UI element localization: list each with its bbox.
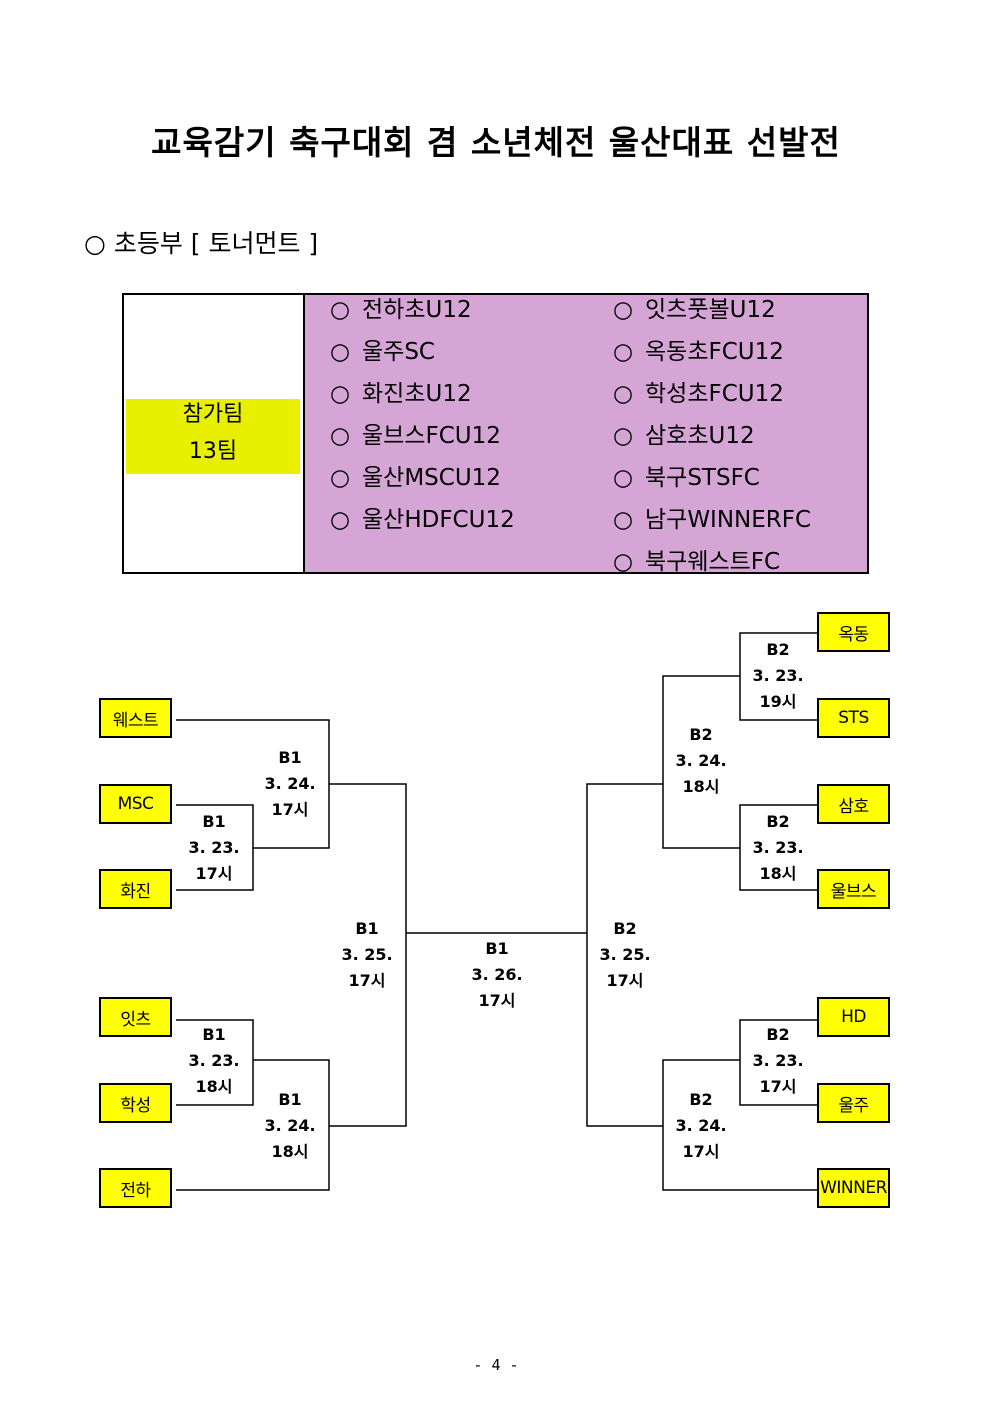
- bracket-team-box: 웨스트: [99, 698, 172, 738]
- team-list-item: ○울주SC: [330, 339, 435, 365]
- circle-bullet-icon: ○: [330, 423, 351, 449]
- circle-bullet-icon: ○: [330, 465, 351, 491]
- team-list-item: ○울브스FCU12: [330, 423, 501, 449]
- circle-bullet-icon: ○: [330, 507, 351, 533]
- circle-bullet-icon: ○: [330, 339, 351, 365]
- participants-label-count: 13팀: [188, 439, 238, 464]
- circle-bullet-icon: ○: [613, 339, 634, 365]
- bracket-team-box: 옥동: [817, 612, 890, 652]
- circle-bullet-icon: ○: [330, 297, 351, 323]
- circle-bullet-icon: ○: [330, 381, 351, 407]
- circle-bullet-icon: ○: [613, 549, 634, 575]
- participants-label-cell: 참가팀 13팀: [124, 295, 305, 572]
- team-list-item: ○옥동초FCU12: [613, 339, 784, 365]
- circle-bullet-icon: ○: [613, 507, 634, 533]
- section-label: 초등부 [ 토너먼트 ]: [113, 229, 319, 258]
- bracket-team-box: STS: [817, 698, 890, 738]
- participants-list-cell: ○전하초U12 ○울주SC ○화진초U12 ○울브스FCU12 ○울산MSCU1…: [305, 295, 867, 575]
- team-list-item: ○울산HDFCU12: [330, 507, 515, 533]
- bracket-team-box: 전하: [99, 1168, 172, 1208]
- team-list-item: ○북구웨스트FC: [613, 549, 781, 575]
- participants-label-title: 참가팀: [182, 402, 244, 427]
- bracket-team-box: 울브스: [817, 869, 890, 909]
- circle-bullet-icon: ○: [613, 297, 634, 323]
- team-list-item: ○남구WINNERFC: [613, 507, 812, 533]
- circle-bullet-icon: ○: [613, 381, 634, 407]
- page-title: 교육감기 축구대회 겸 소년체전 울산대표 선발전: [151, 123, 841, 162]
- participants-label: 참가팀 13팀: [126, 399, 300, 474]
- team-list-item: ○삼호초U12: [613, 423, 755, 449]
- section-heading: ○초등부 [ 토너먼트 ]: [84, 224, 318, 260]
- bracket-team-box: MSC: [99, 784, 172, 824]
- circle-bullet-icon: ○: [613, 423, 634, 449]
- bracket-team-box: WINNER: [817, 1168, 890, 1208]
- bracket-team-box: 학성: [99, 1083, 172, 1123]
- bracket-team-box: 울주: [817, 1083, 890, 1123]
- circle-bullet-icon: ○: [84, 229, 106, 258]
- bracket-team-box: HD: [817, 997, 890, 1037]
- team-list-item: ○북구STSFC: [613, 465, 760, 491]
- bracket-team-box: 삼호: [817, 784, 890, 824]
- participants-table: 참가팀 13팀 ○전하초U12 ○울주SC ○화진초U12 ○울브스FCU12 …: [122, 293, 869, 575]
- team-list-item: ○잇츠풋볼U12: [613, 297, 776, 323]
- page-number: - 4 -: [473, 1356, 519, 1374]
- bracket-team-box: 화진: [99, 869, 172, 909]
- team-list-item: ○화진초U12: [330, 381, 472, 407]
- team-list-item: ○학성초FCU12: [613, 381, 784, 407]
- team-list-item: ○전하초U12: [330, 297, 472, 323]
- team-list-item: ○울산MSCU12: [330, 465, 501, 491]
- bracket-team-box: 잇츠: [99, 997, 172, 1037]
- circle-bullet-icon: ○: [613, 465, 634, 491]
